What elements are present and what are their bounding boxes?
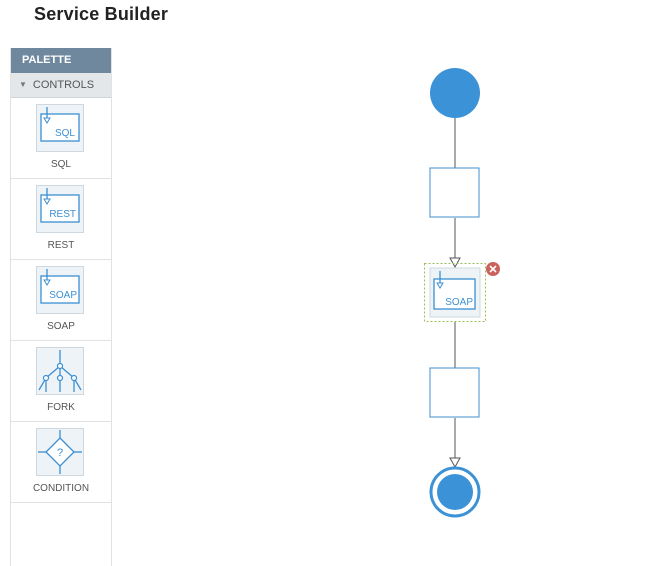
- palette-item-label: FORK: [47, 402, 75, 413]
- soap-node-text: SOAP: [445, 297, 473, 308]
- palette-item-soap[interactable]: SOAP SOAP: [11, 260, 111, 341]
- palette-item-label: REST: [47, 240, 75, 251]
- task-node[interactable]: [429, 167, 480, 218]
- end-node[interactable]: [429, 466, 481, 518]
- rest-icon-text: REST: [49, 209, 76, 220]
- palette-item-sql[interactable]: SQL SQL: [11, 98, 111, 179]
- palette-item-condition[interactable]: ? CONDITION: [11, 422, 111, 503]
- rest-node-icon: REST: [36, 185, 84, 233]
- connector-arrow-icon: [449, 457, 461, 469]
- palette-item-label: SQL: [50, 159, 71, 170]
- palette-item-label: CONDITION: [32, 483, 90, 494]
- fork-node-icon: [36, 347, 84, 395]
- selection-outline: [424, 263, 486, 322]
- controls-section-toggle[interactable]: ▼ CONTROLS: [11, 73, 111, 98]
- soap-node-selected[interactable]: SOAP: [424, 263, 486, 322]
- condition-icon-text: ?: [57, 447, 63, 459]
- palette-item-label: SOAP: [47, 321, 75, 332]
- page-title: Service Builder: [34, 4, 169, 24]
- palette-panel: PALETTE ▼ CONTROLS SQL SQL REST REST: [10, 48, 112, 566]
- soap-icon-text: SOAP: [49, 290, 77, 301]
- sql-node-icon: SQL: [36, 104, 84, 152]
- start-node[interactable]: [430, 68, 480, 118]
- connector-arrow-icon: [449, 257, 461, 269]
- delete-node-button[interactable]: [486, 262, 500, 276]
- workflow-canvas[interactable]: SOAP: [111, 48, 650, 566]
- palette-item-fork[interactable]: FORK: [11, 341, 111, 422]
- sql-icon-text: SQL: [55, 128, 75, 139]
- caret-down-icon: ▼: [19, 80, 27, 89]
- soap-node-icon: SOAP: [36, 266, 84, 314]
- controls-section-label: CONTROLS: [32, 79, 95, 91]
- condition-node-icon: ?: [36, 428, 84, 476]
- task-node[interactable]: [429, 367, 480, 418]
- palette-item-rest[interactable]: REST REST: [11, 179, 111, 260]
- palette-header: PALETTE: [11, 48, 111, 73]
